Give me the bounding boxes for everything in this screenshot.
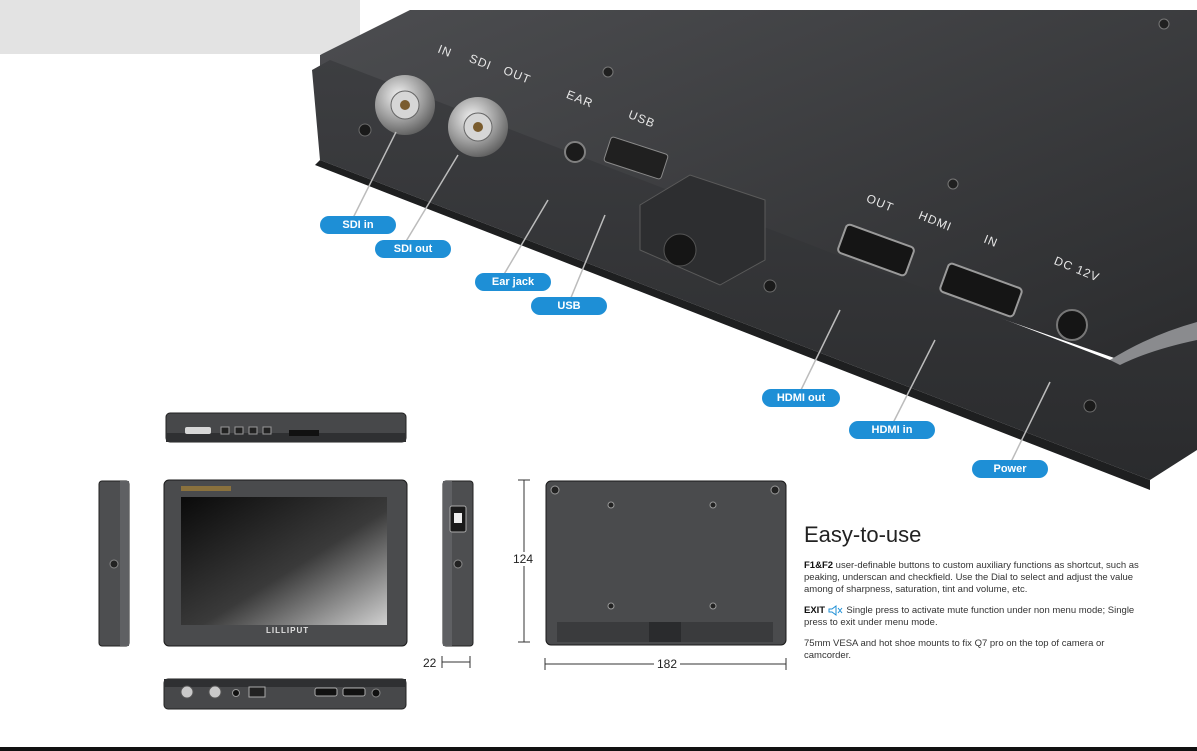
dimension-width: 182 bbox=[654, 657, 681, 671]
monitor-rear-panel-photo bbox=[312, 10, 1197, 490]
mount-description: 75mm VESA and hot shoe mounts to fix Q7 … bbox=[804, 638, 1105, 662]
bottom-border bbox=[0, 747, 1197, 751]
f1f2-text: user-definable buttons to custom auxilia… bbox=[804, 560, 1139, 595]
easy-to-use-section: Easy-to-use F1&F2 user-definable buttons… bbox=[804, 522, 1154, 671]
monitor-back-view bbox=[545, 480, 787, 646]
section-title: Easy-to-use bbox=[804, 522, 922, 547]
monitor-front-view bbox=[163, 479, 408, 647]
dimension-height: 124 bbox=[513, 552, 534, 566]
callout-ear-jack: Ear jack bbox=[475, 273, 551, 291]
callout-power: Power bbox=[972, 460, 1048, 478]
monitor-right-side-view bbox=[442, 480, 474, 647]
sdi-in-connector bbox=[375, 75, 435, 135]
callout-hdmi-in: HDMI in bbox=[849, 421, 935, 439]
monitor-top-view bbox=[165, 412, 407, 443]
mute-speaker-icon bbox=[828, 605, 843, 616]
callout-usb: USB bbox=[531, 297, 607, 315]
callout-sdi-out: SDI out bbox=[375, 240, 451, 258]
top-band bbox=[0, 0, 1197, 10]
dimension-lines bbox=[441, 479, 787, 670]
dimension-depth: 22 bbox=[423, 656, 437, 670]
callout-hdmi-out: HDMI out bbox=[762, 389, 840, 407]
monitor-left-side-view bbox=[98, 480, 130, 647]
device-brand: LILLIPUT bbox=[266, 626, 310, 635]
exit-label: EXIT bbox=[804, 605, 826, 617]
exit-description: EXIT Single press to activate mute funct… bbox=[804, 605, 1154, 629]
f1f2-label: F1&F2 bbox=[804, 560, 834, 571]
exit-text: Single press to activate mute function u… bbox=[804, 605, 1135, 629]
sdi-out-connector bbox=[448, 97, 508, 157]
f1f2-description: F1&F2 user-definable buttons to custom a… bbox=[804, 560, 1154, 596]
monitor-bottom-view bbox=[163, 678, 407, 710]
callout-sdi-in: SDI in bbox=[320, 216, 396, 234]
header-gray-band bbox=[0, 0, 360, 54]
